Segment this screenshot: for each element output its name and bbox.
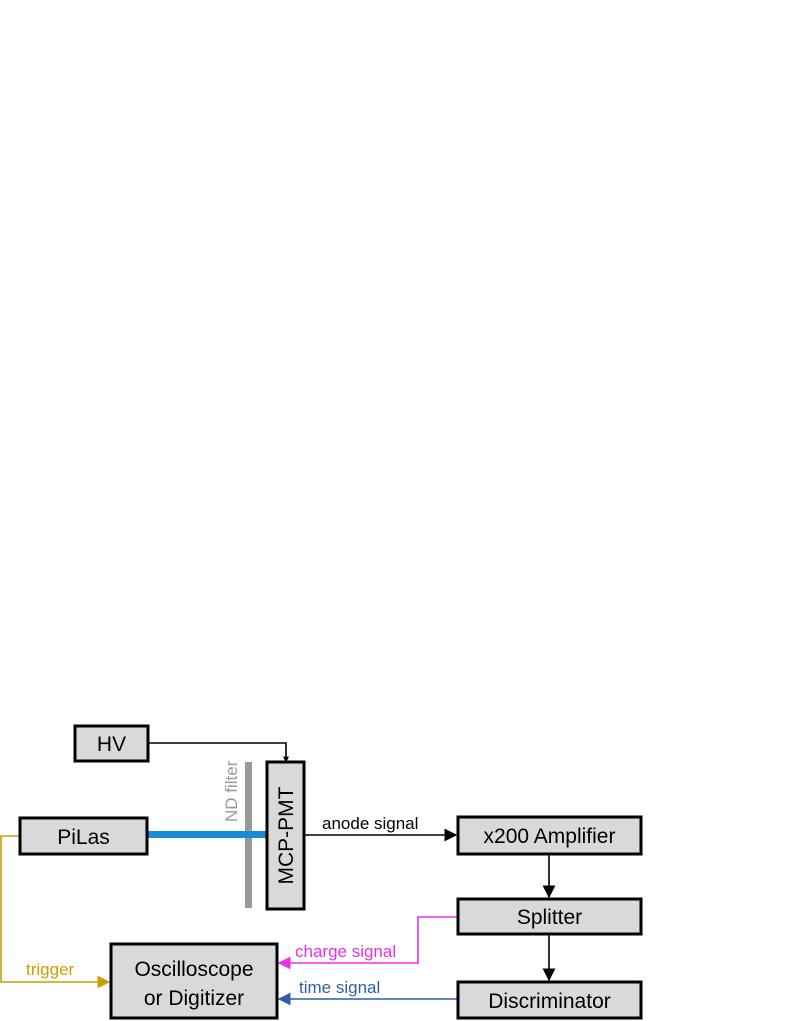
amplifier-block: x200 Amplifier — [456, 815, 643, 856]
oscilloscope-label-line2: or Digitizer — [144, 987, 244, 1010]
hv-to-mcp-wire — [149, 742, 289, 763]
charge-signal-label: charge signal — [295, 942, 396, 961]
splitter-block: Splitter — [456, 897, 643, 936]
charge-signal-wire — [277, 916, 458, 970]
trigger-wire — [0, 835, 111, 989]
oscilloscope-label-line1: Oscilloscope — [134, 958, 253, 981]
time-signal-label: time signal — [299, 978, 380, 997]
trigger-label: trigger — [26, 960, 75, 979]
discriminator-block: Discriminator — [456, 980, 643, 1020]
pilas-label: PiLas — [57, 826, 110, 849]
laser-beam — [147, 831, 267, 838]
anode-signal-label: anode signal — [322, 814, 418, 833]
nd-filter-label: ND filter — [222, 760, 241, 822]
mcp-pmt-label: MCP-PMT — [275, 786, 298, 884]
hv-block: HV — [73, 724, 150, 763]
pilas-block: PiLas — [18, 816, 149, 856]
hv-label: HV — [97, 733, 126, 756]
oscilloscope-block: Oscilloscope or Digitizer — [109, 942, 279, 1020]
discriminator-label: Discriminator — [488, 990, 611, 1013]
splitter-label: Splitter — [517, 906, 582, 929]
amplifier-label: x200 Amplifier — [484, 825, 616, 848]
mcp-pmt-block: MCP-PMT — [265, 760, 306, 911]
